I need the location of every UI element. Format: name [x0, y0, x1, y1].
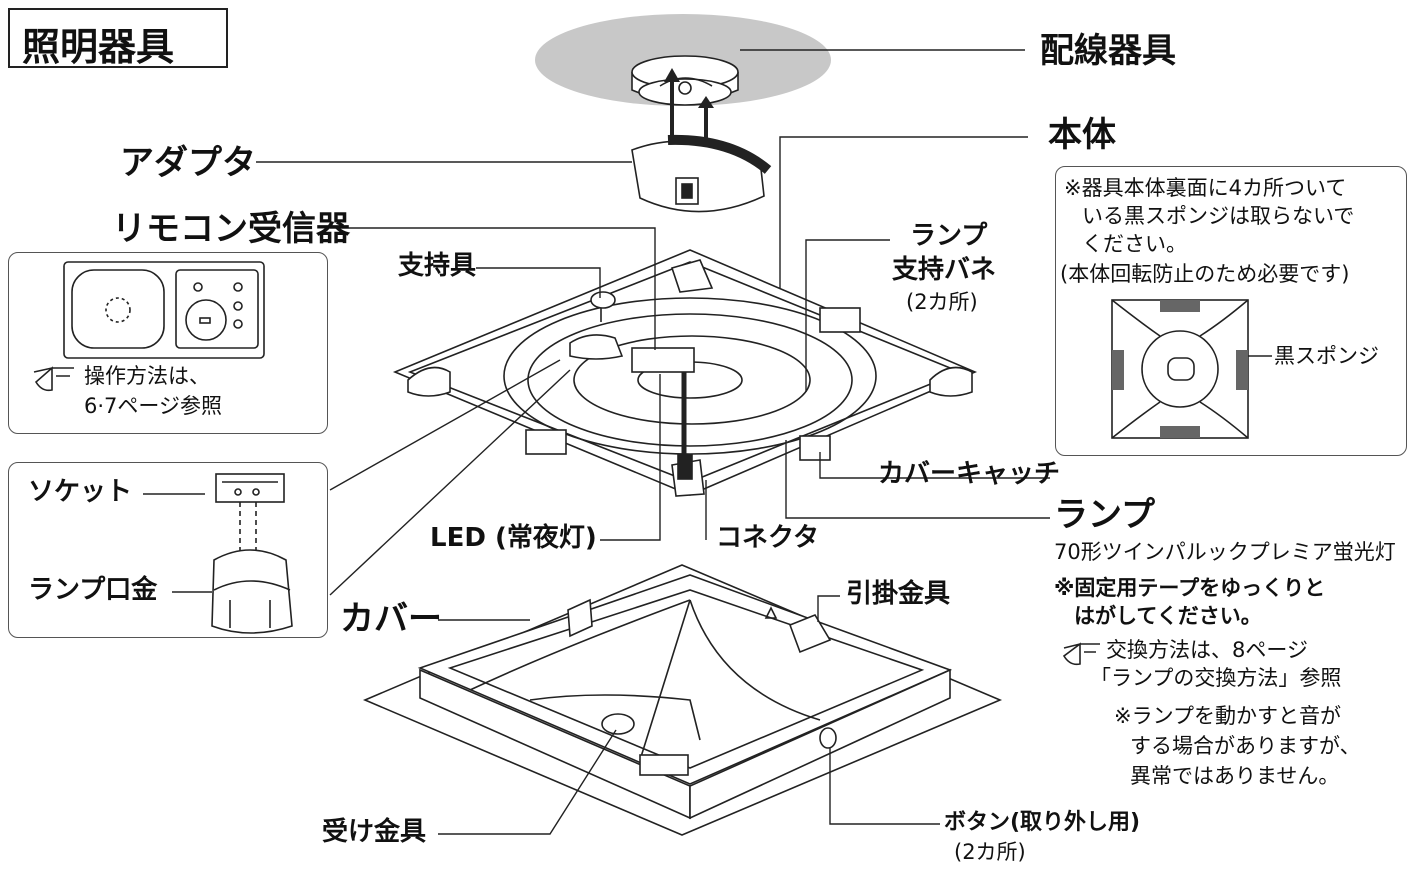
- main-body-drawing: [392, 249, 978, 497]
- sound-note-line-2: する場合がありますが、: [1130, 734, 1361, 758]
- adapter-drawing: [631, 134, 772, 213]
- title-box: 照明器具: [8, 8, 228, 69]
- operation-note-line-1: 操作方法は、: [84, 364, 210, 388]
- hook-label: 引掛金具: [846, 579, 951, 609]
- remote-receiver-inset-drawing: [63, 261, 265, 359]
- sponge-note-panel: [1055, 166, 1407, 456]
- cover-label: カバー: [340, 599, 442, 639]
- sponge-diagram-drawing: [1111, 299, 1249, 439]
- sound-note-line-1: ※ランプを動かすと音が: [1114, 704, 1341, 728]
- main-body-label: 本体: [1048, 115, 1116, 155]
- socket-panel: [8, 462, 328, 638]
- black-sponge-label: 黒スポンジ: [1274, 344, 1379, 368]
- wiring-device-drawing: [631, 55, 739, 106]
- tape-note-line-2: はがしてください。: [1074, 604, 1262, 628]
- lamp-spring-label-2: 支持バネ: [892, 255, 997, 285]
- exchange-note-line-1: 交換方法は、8ページ: [1106, 638, 1308, 662]
- tape-note-line-1: ※固定用テープをゆっくりと: [1054, 576, 1326, 600]
- connector-label: コネクタ: [716, 523, 819, 553]
- cover-catch-label: カバーキャッチ: [878, 459, 1061, 489]
- receiver-fitting-label: 受け金具: [322, 817, 427, 847]
- page-title: 照明器具: [22, 25, 175, 69]
- cover-drawing: [362, 564, 1003, 836]
- led-label: LED (常夜灯): [430, 523, 597, 553]
- lamp-type-label: 70形ツインパルックプレミア蛍光灯: [1054, 540, 1396, 564]
- sponge-note-line-2: いる黒スポンジは取らないで: [1082, 204, 1355, 228]
- button-count: (2カ所): [954, 840, 1026, 864]
- adapter-label: アダプタ: [120, 143, 256, 183]
- exchange-note-line-2: 「ランプの交換方法」参照: [1090, 666, 1342, 690]
- remote-receiver-panel: [8, 252, 328, 434]
- socket-inset-drawing: [211, 473, 293, 634]
- pointing-hand-icon: [33, 366, 1100, 666]
- lamp-spring-label-1: ランプ: [910, 221, 988, 251]
- lamp-label: ランプ: [1054, 495, 1155, 535]
- lamp-base-label: ランプ口金: [28, 575, 158, 605]
- support-label: 支持具: [398, 251, 477, 281]
- sponge-note-line-3: ください。: [1082, 232, 1187, 256]
- sound-note-line-3: 異常ではありません。: [1130, 764, 1340, 788]
- sponge-note-line-1: ※器具本体裏面に4カ所ついて: [1064, 176, 1347, 200]
- sponge-note-line-4: (本体回転防止のため必要です): [1060, 262, 1350, 286]
- leader-lines: [143, 49, 1272, 835]
- remote-receiver-label: リモコン受信器: [112, 209, 350, 249]
- lamp-spring-count: (2カ所): [906, 290, 978, 314]
- operation-note-line-2: 6·7ページ参照: [84, 394, 222, 418]
- button-label: ボタン(取り外し用): [944, 810, 1141, 835]
- wiring-device-label: 配線器具: [1040, 31, 1176, 71]
- socket-label: ソケット: [28, 477, 133, 507]
